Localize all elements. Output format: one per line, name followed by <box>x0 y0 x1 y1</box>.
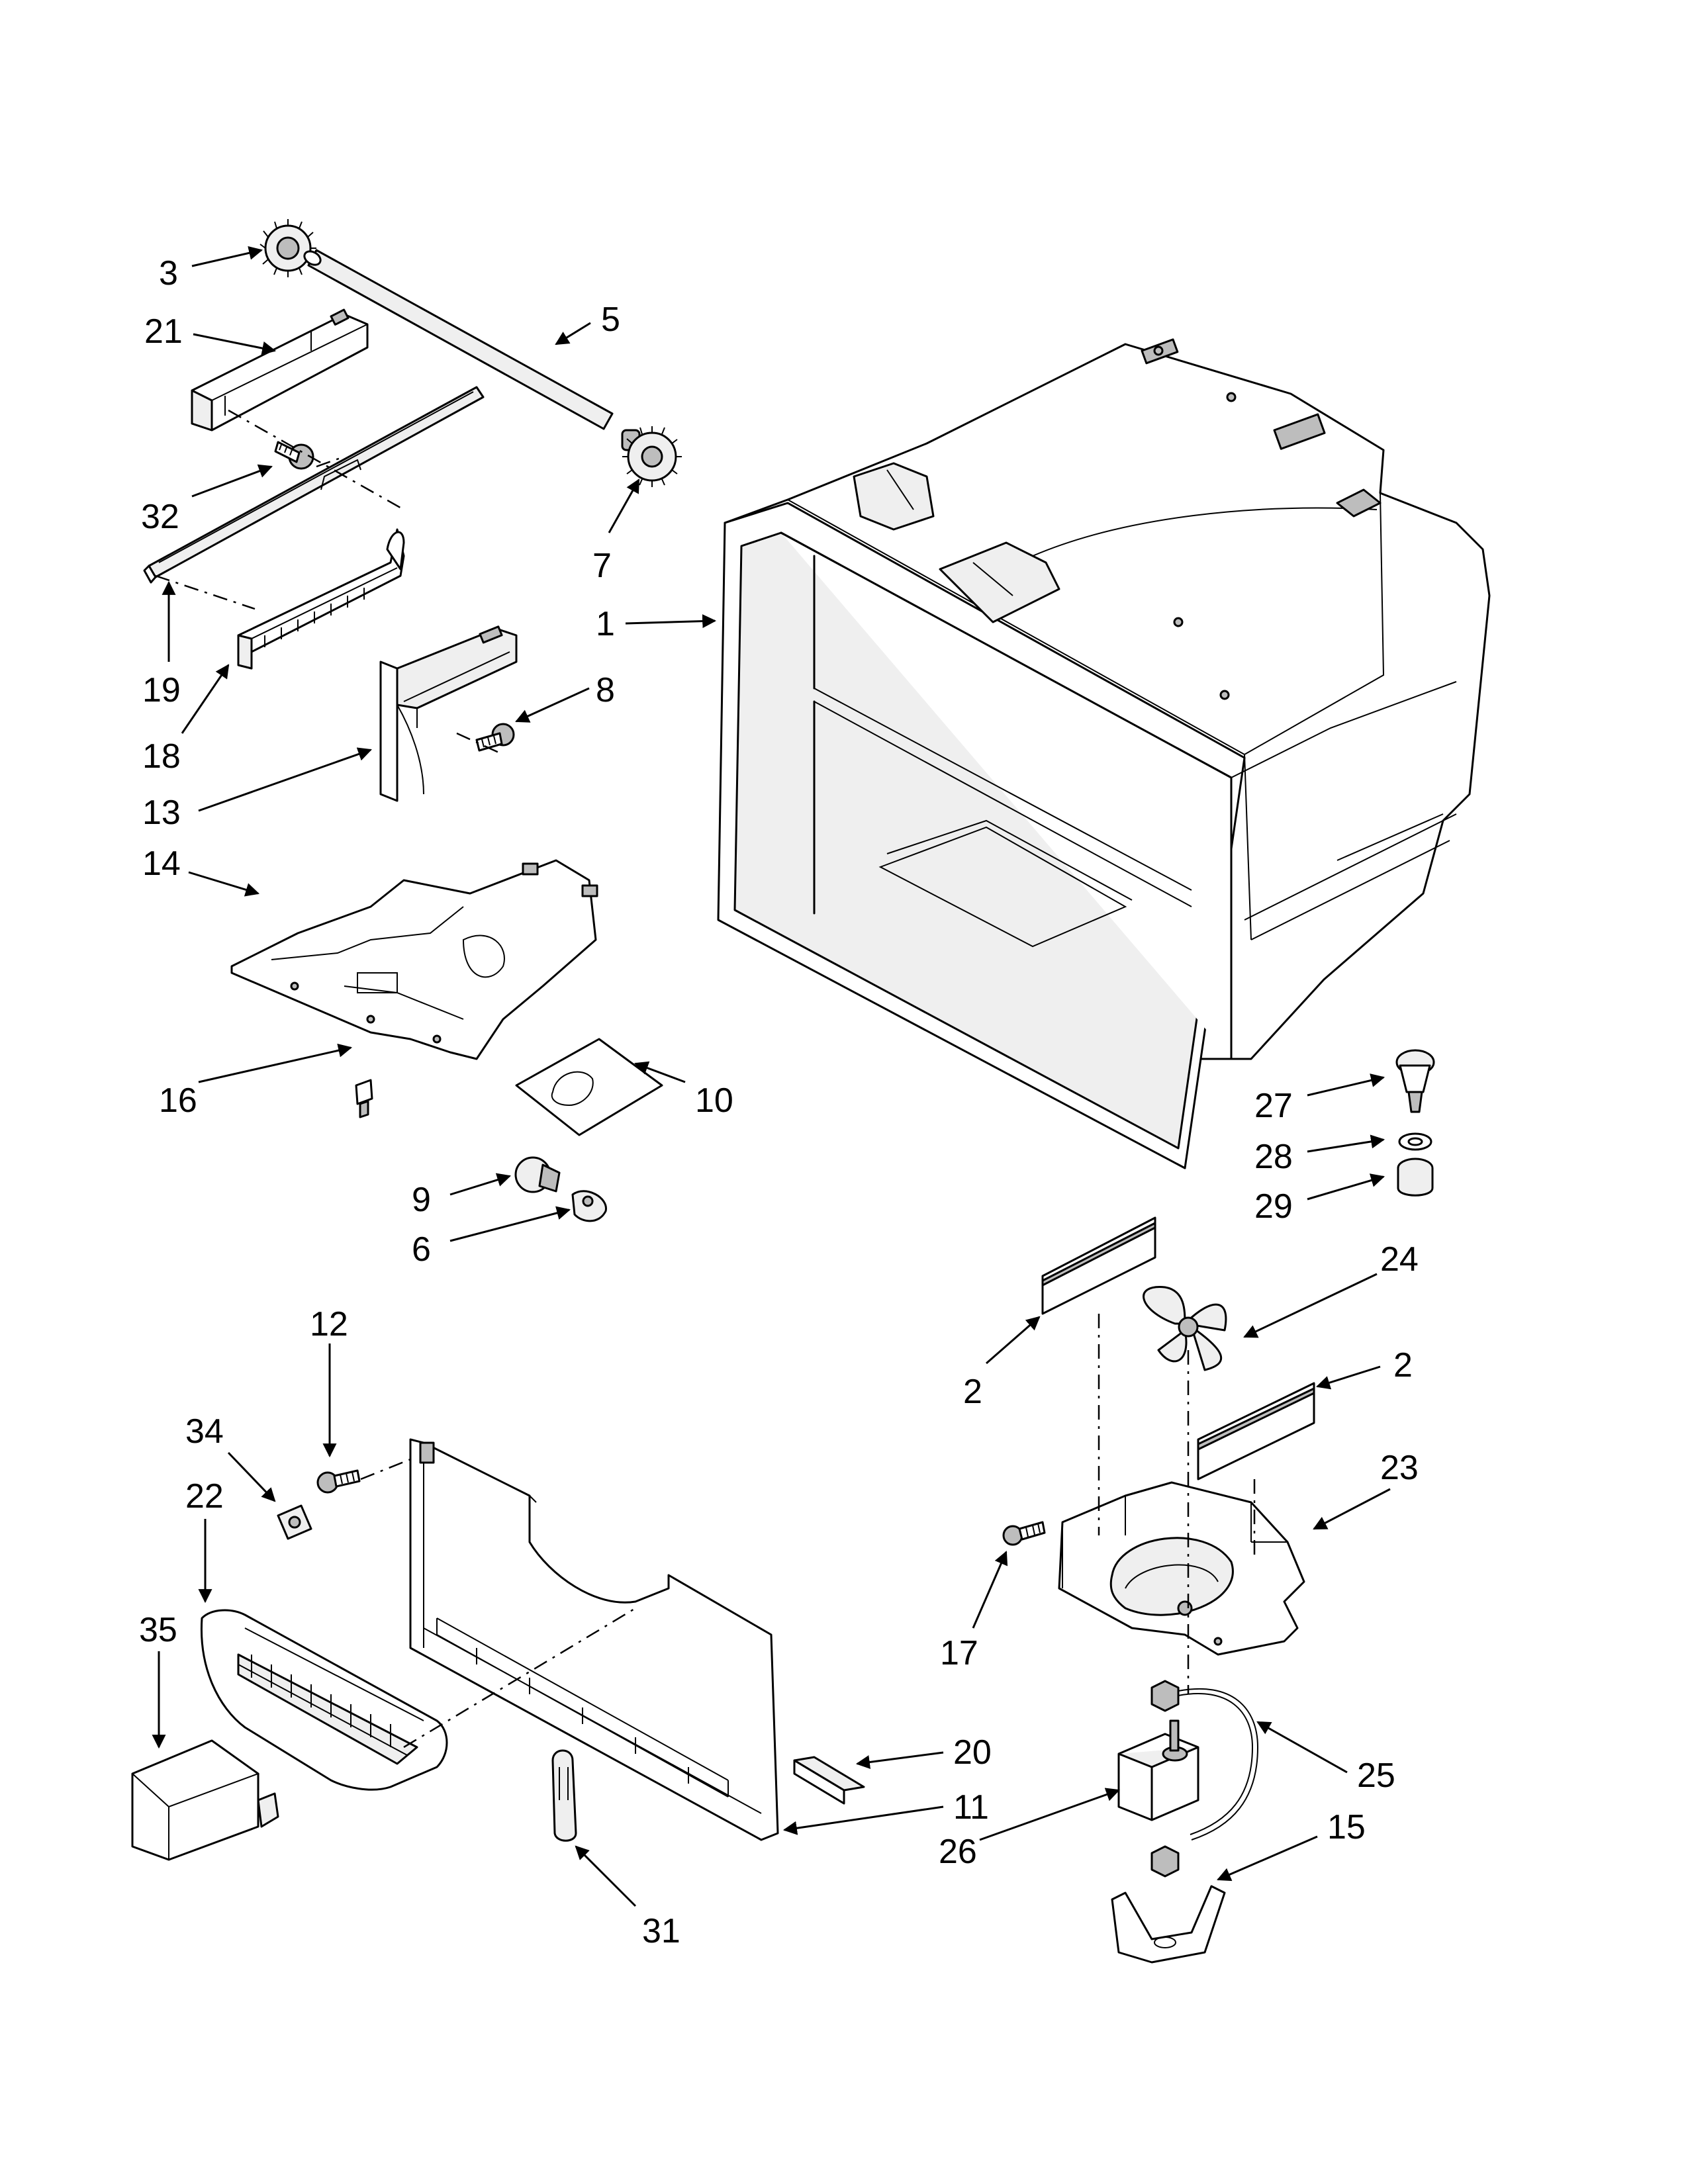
part-15-motor-bracket <box>1111 1845 1226 1964</box>
callout-17: 17 <box>940 1634 978 1672</box>
callout-11: 11 <box>953 1788 989 1827</box>
part-20-strip <box>793 1756 865 1805</box>
callout-18: 18 <box>142 737 181 776</box>
part-2-pad-lower <box>1197 1382 1315 1480</box>
part-14-drain-trough <box>230 859 598 1060</box>
part-6-socket <box>571 1190 607 1222</box>
part-19-rail <box>143 386 485 584</box>
part-34-sensor <box>277 1504 312 1540</box>
part-1-freezer-liner <box>717 338 1491 1169</box>
callout-29: 29 <box>1254 1187 1293 1226</box>
callout-32: 32 <box>141 498 179 536</box>
callout-3: 3 <box>159 254 178 293</box>
part-12-screw <box>316 1469 361 1494</box>
callout-31: 31 <box>642 1912 680 1950</box>
callout-5: 5 <box>601 300 620 339</box>
callout-2b: 2 <box>1393 1346 1413 1385</box>
callout-13: 13 <box>142 794 181 832</box>
part-18-slide-bracket <box>237 528 405 670</box>
part-2-pad-upper <box>1041 1216 1156 1315</box>
callout-6: 6 <box>412 1230 431 1269</box>
callout-8: 8 <box>596 671 615 709</box>
callout-28: 28 <box>1254 1138 1293 1176</box>
part-25-wire-harness <box>1150 1680 1259 1841</box>
callout-14: 14 <box>142 844 181 883</box>
callout-15: 15 <box>1327 1808 1366 1846</box>
callout-16: 16 <box>159 1081 197 1120</box>
part-17-screw <box>1002 1521 1046 1546</box>
callout-labels: 3 21 5 32 7 1 19 8 18 13 14 16 10 27 28 … <box>139 254 1419 1950</box>
part-35-cover <box>131 1739 279 1861</box>
callout-7: 7 <box>592 547 612 585</box>
part-13-bracket <box>379 625 518 802</box>
part-29-cap <box>1397 1158 1434 1197</box>
part-9-bulb <box>514 1156 561 1193</box>
part-11-evaporator-cover <box>409 1438 779 1841</box>
part-31-thermistor <box>551 1749 577 1842</box>
assembly-lines <box>155 409 1256 1749</box>
part-5-rod <box>303 249 614 430</box>
part-27-drain-fitting <box>1395 1049 1435 1113</box>
callout-35: 35 <box>139 1611 177 1649</box>
callout-9: 9 <box>412 1181 431 1219</box>
callout-23: 23 <box>1380 1449 1419 1487</box>
callout-22: 22 <box>185 1477 224 1516</box>
callout-12: 12 <box>310 1305 348 1343</box>
part-24-fan-blade <box>1143 1286 1227 1371</box>
part-16-clip <box>355 1079 373 1118</box>
leader-lines <box>152 246 1391 1907</box>
part-26-fan-motor <box>1117 1719 1199 1821</box>
part-23-fan-shroud <box>1058 1481 1305 1656</box>
part-7-gear <box>621 426 682 487</box>
callout-27: 27 <box>1254 1087 1293 1125</box>
part-8-screw <box>475 723 515 752</box>
callout-26: 26 <box>939 1833 977 1871</box>
part-32-screw <box>274 441 314 470</box>
part-21-slide-bracket <box>191 308 369 432</box>
callout-24: 24 <box>1380 1240 1419 1279</box>
callout-1: 1 <box>596 605 615 643</box>
part-3-gear <box>259 219 316 277</box>
callout-19: 19 <box>142 671 181 709</box>
callout-34: 34 <box>185 1412 224 1451</box>
callout-21: 21 <box>144 312 183 351</box>
callout-10: 10 <box>695 1081 733 1120</box>
callout-2a: 2 <box>963 1373 982 1411</box>
callout-25: 25 <box>1357 1756 1395 1795</box>
part-28-washer <box>1398 1132 1432 1151</box>
part-10-heater-pad <box>515 1038 663 1136</box>
part-22-grille <box>200 1609 448 1791</box>
callout-20: 20 <box>953 1733 992 1772</box>
